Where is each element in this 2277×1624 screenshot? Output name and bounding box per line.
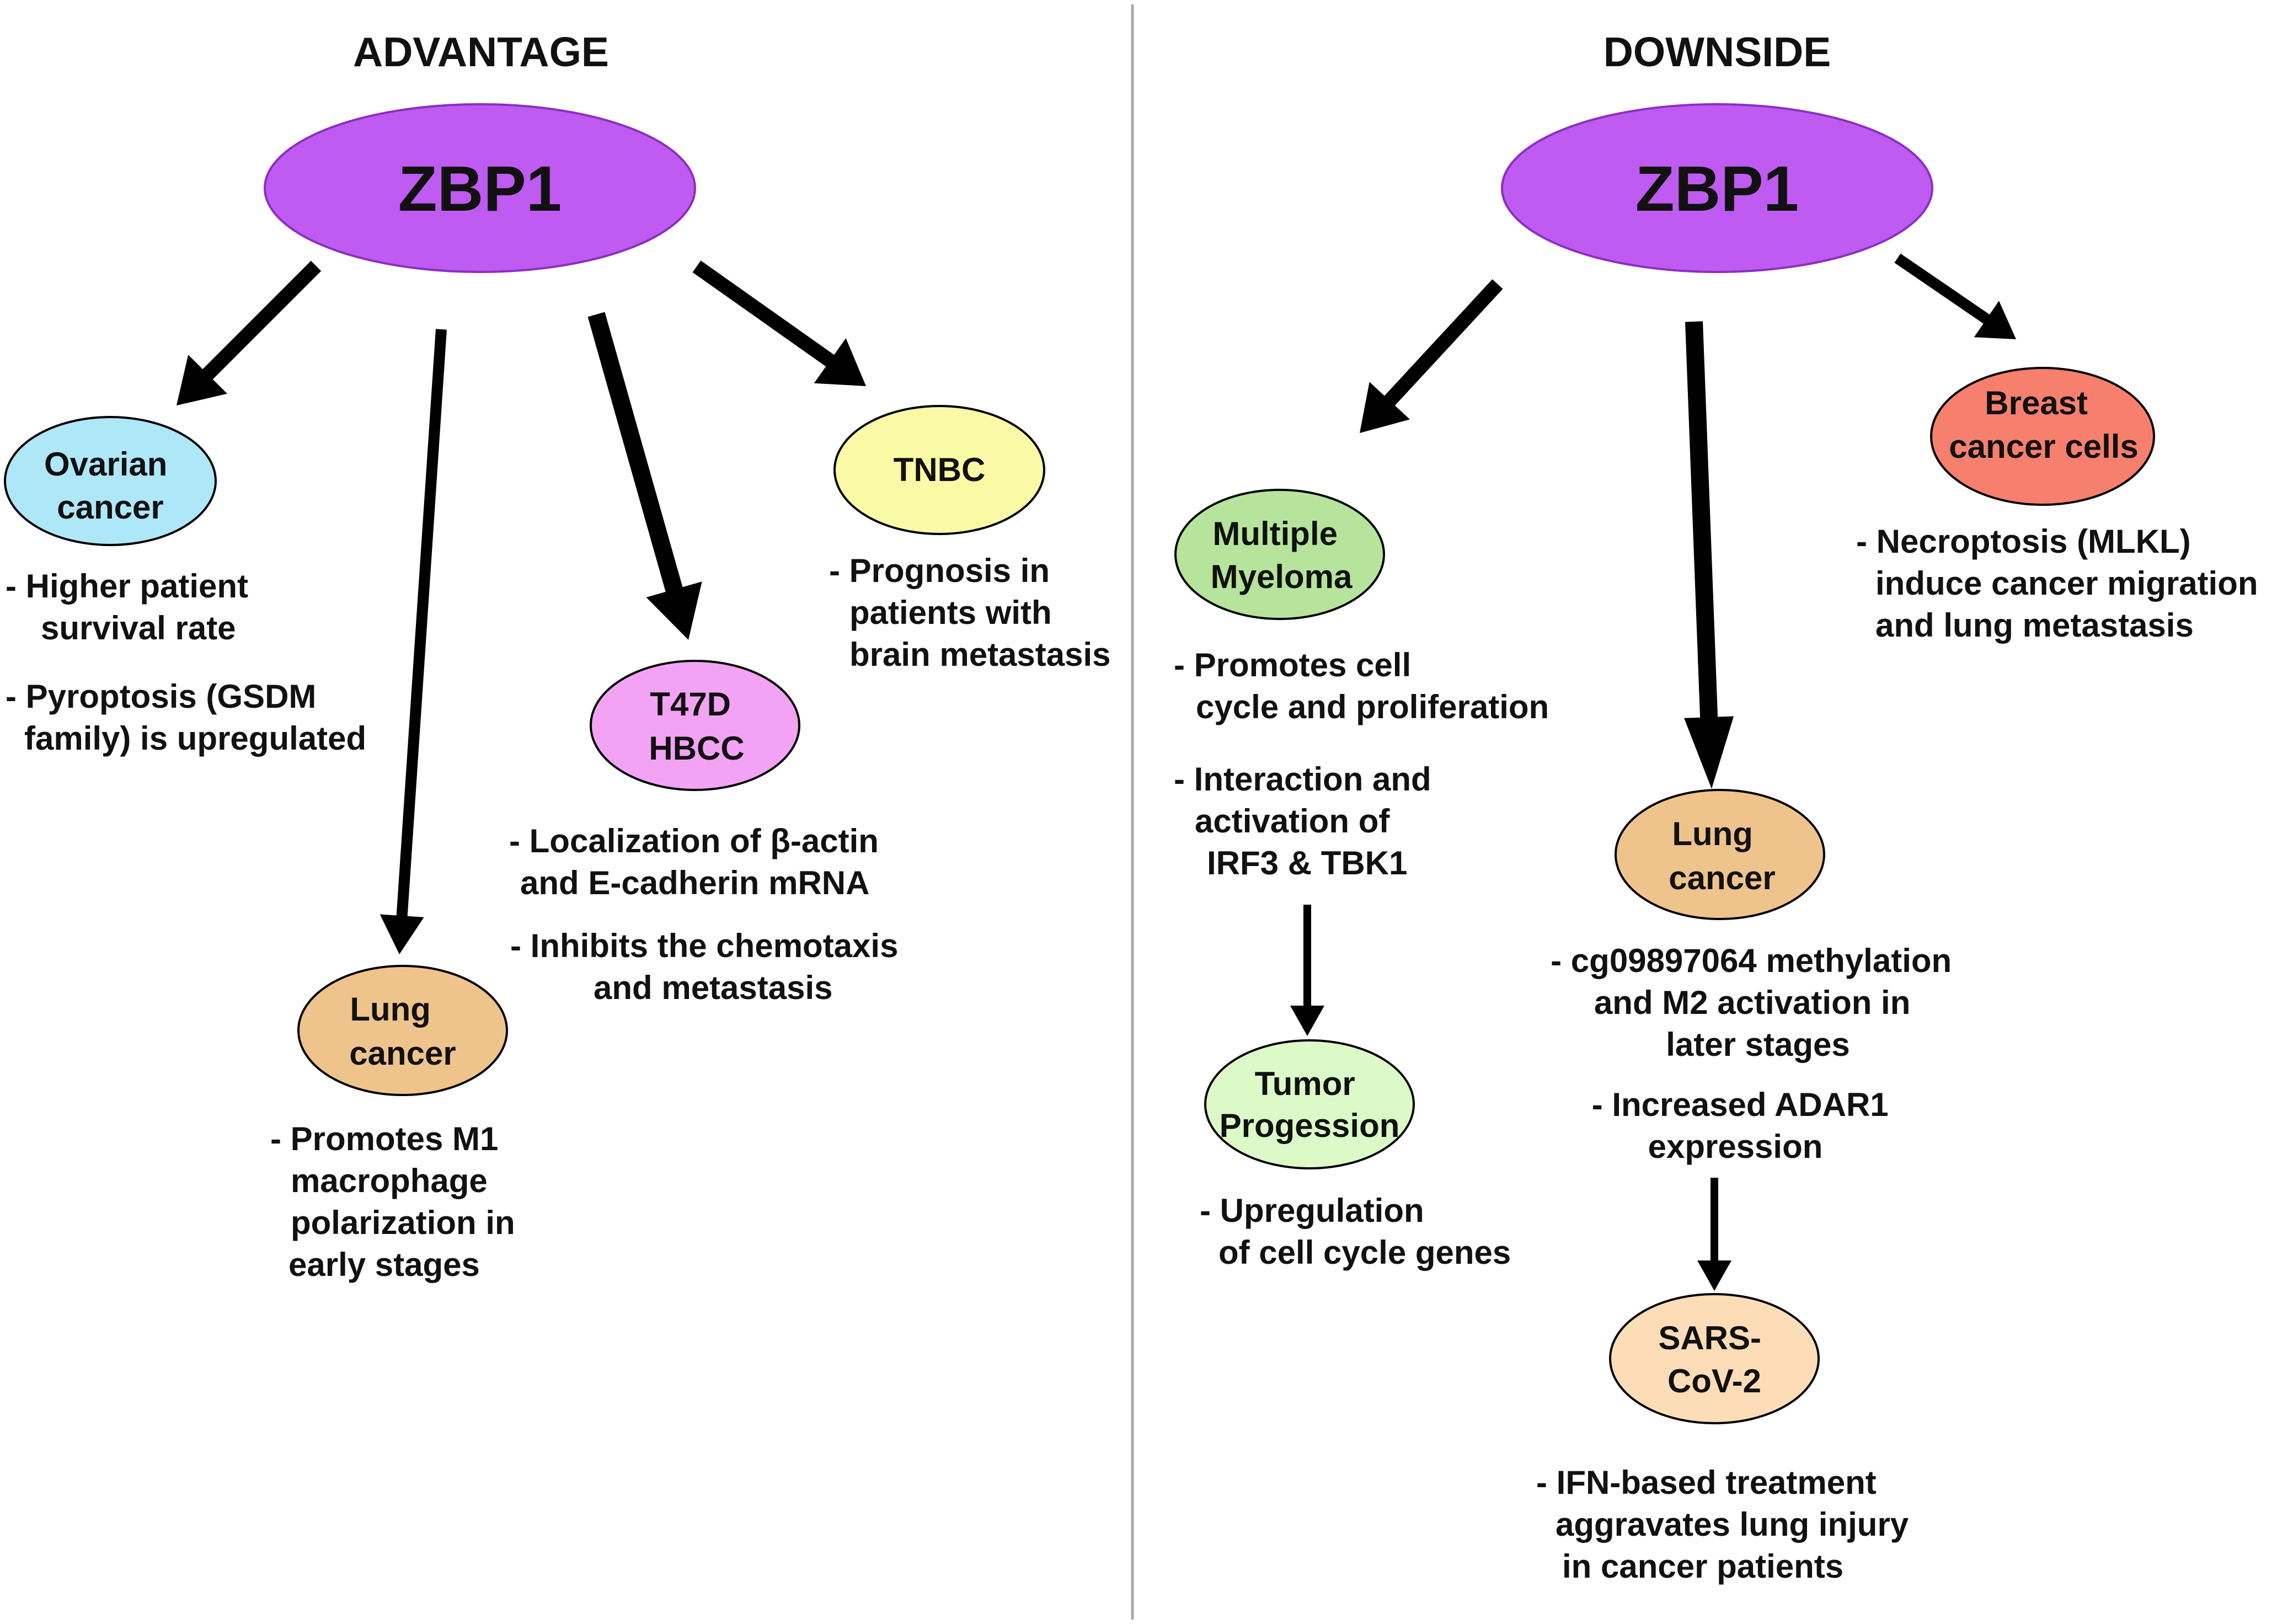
t47d-hbcc-node: T47D HBCC <box>590 660 800 791</box>
arrow-lung-to-sars-shape <box>1697 1178 1731 1291</box>
advantage-lung-cancer-label: Lung cancer <box>349 991 456 1072</box>
downside-zbp1-node: ZBP1 <box>1501 103 1933 273</box>
ovarian-cancer-node: Ovarian cancer <box>4 416 217 546</box>
downside-lung-cancer-ellipse <box>1615 789 1825 920</box>
arrow-to-ovarian-shape <box>177 260 322 405</box>
advantage-zbp1-label: ZBP1 <box>398 153 562 225</box>
advantage-heading: ADVANTAGE <box>353 29 609 75</box>
arrow-to-tnbc-shape <box>692 260 866 386</box>
sars-cov-2-node: SARS- CoV-2 <box>1609 1293 1820 1424</box>
tumor-progression-node: Tumor Progession <box>1204 1039 1415 1169</box>
tnbc-note-prognosis: - Prognosis in patients with brain metas… <box>829 552 1111 673</box>
breast-cancer-cells-label: Breast cancer cells <box>1949 384 2139 465</box>
advantage-lung-cancer-ellipse <box>297 965 508 1096</box>
arrow-lung-to-sars <box>1697 1178 1731 1291</box>
arrow-myeloma-to-tumor-shape <box>1290 905 1324 1036</box>
arrow-to-lung-cancer <box>380 329 447 954</box>
downside-lung-note-adar1: - Increased ADAR1 expression <box>1592 1086 1898 1165</box>
arrow-to-breast-cancer <box>1894 253 2016 339</box>
downside-zbp1-label: ZBP1 <box>1635 153 1799 225</box>
ovarian-note-pyroptosis: - Pyroptosis (GSDM family) is upregulate… <box>6 678 366 757</box>
arrow-to-multiple-myeloma-shape <box>1360 279 1503 433</box>
arrow-to-t47d-shape <box>587 312 702 640</box>
arrow-myeloma-to-tumor <box>1290 905 1324 1036</box>
tumor-note-upregulation: - Upregulation of cell cycle genes <box>1200 1192 1511 1271</box>
arrow-to-ovarian <box>177 260 322 405</box>
myeloma-note-cell-cycle: - Promotes cell cycle and proliferation <box>1174 647 1549 725</box>
breast-note-necroptosis: - Necroptosis (MLKL) induce cancer migra… <box>1856 523 2267 644</box>
downside-heading: DOWNSIDE <box>1603 29 1831 75</box>
ovarian-note-survival: - Higher patient survival rate <box>6 568 258 647</box>
ovarian-cancer-ellipse <box>4 416 217 546</box>
arrow-to-breast-cancer-shape <box>1894 253 2016 339</box>
advantage-lung-note-m1: - Promotes M1 macrophage polarization in… <box>270 1120 524 1283</box>
arrow-to-lung-cancer-shape <box>380 329 447 954</box>
arrow-to-downside-lung-cancer-shape <box>1684 321 1734 789</box>
tumor-progression-label: Tumor Progession <box>1220 1065 1400 1144</box>
sars-cov-2-label: SARS- CoV-2 <box>1658 1319 1770 1399</box>
breast-cancer-cells-ellipse <box>1930 367 2155 506</box>
ovarian-cancer-label: Ovarian cancer <box>44 446 177 526</box>
advantage-zbp1-ellipse <box>264 103 696 273</box>
t47d-note-localization: - Localization of β-actin and E-cadherin… <box>509 822 888 901</box>
t47d-note-chemotaxis: - Inhibits the chemotaxis and metastasis <box>510 927 907 1006</box>
downside-zbp1-ellipse <box>1501 103 1933 273</box>
advantage-zbp1-node: ZBP1 <box>264 103 696 273</box>
multiple-myeloma-ellipse <box>1174 489 1385 620</box>
t47d-hbcc-ellipse <box>590 660 800 791</box>
tnbc-ellipse <box>833 405 1045 535</box>
sars-cov-2-ellipse <box>1609 1293 1820 1424</box>
downside-lung-cancer-label: Lung cancer <box>1669 815 1775 896</box>
tnbc-node: TNBC <box>833 405 1045 535</box>
downside-lung-note-methylation: - cg09897064 methylation and M2 activati… <box>1551 942 1961 1063</box>
arrow-to-downside-lung-cancer <box>1684 321 1734 789</box>
multiple-myeloma-node: Multiple Myeloma <box>1174 489 1385 620</box>
downside-panel: DOWNSIDE ZBP1 Multiple Myeloma - Promote… <box>1174 29 2267 1585</box>
arrow-to-tnbc <box>692 260 866 386</box>
multiple-myeloma-label: Multiple Myeloma <box>1211 515 1353 595</box>
sars-note-ifn: - IFN-based treatment aggravates lung in… <box>1536 1464 1918 1585</box>
arrow-to-multiple-myeloma <box>1360 279 1503 433</box>
myeloma-note-interaction: - Interaction and activation of IRF3 & T… <box>1174 761 1440 882</box>
advantage-panel: ADVANTAGE ZBP1 Ovarian cancer - Higher p… <box>4 29 1111 1283</box>
downside-lung-cancer-node: Lung cancer <box>1615 789 1825 920</box>
advantage-lung-cancer-node: Lung cancer <box>297 965 508 1096</box>
t47d-hbcc-label: T47D HBCC <box>649 686 744 767</box>
tumor-progression-ellipse <box>1204 1039 1415 1169</box>
breast-cancer-cells-node: Breast cancer cells <box>1930 367 2155 506</box>
arrow-to-t47d <box>587 312 702 640</box>
tnbc-label: TNBC <box>894 451 986 488</box>
